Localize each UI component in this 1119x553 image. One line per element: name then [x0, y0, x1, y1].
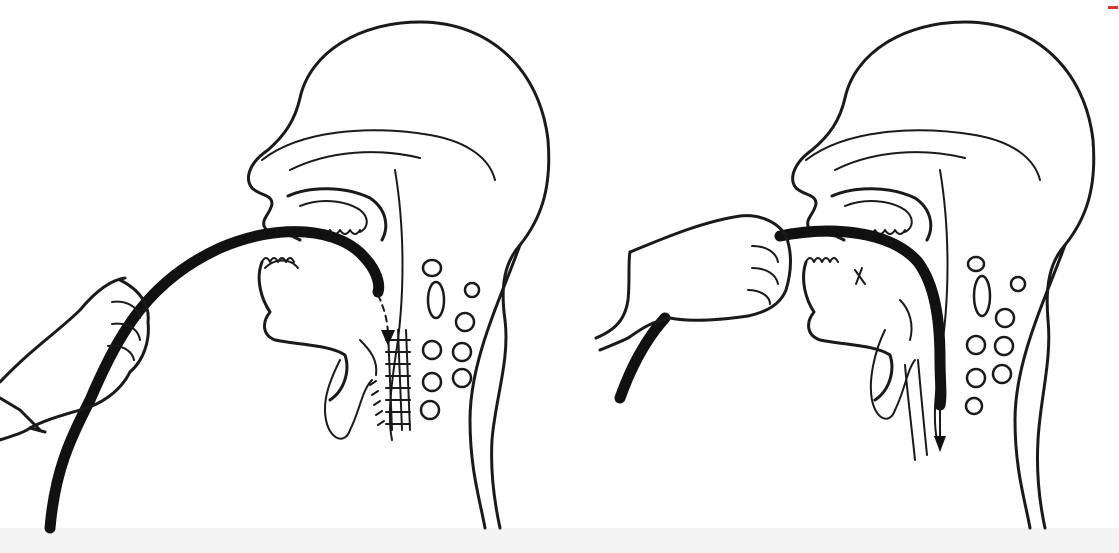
- left-arrow-head: [381, 330, 395, 346]
- right-panel: [596, 22, 1094, 528]
- left-trachea-marks: [370, 381, 384, 425]
- right-tongue-mark: [855, 268, 865, 284]
- right-epiglottis: [900, 300, 912, 340]
- left-tube: [50, 232, 379, 528]
- left-panel: [0, 22, 549, 528]
- right-hand: [596, 216, 791, 350]
- left-nasal-cavity: [262, 130, 495, 180]
- right-lower-jaw: [804, 262, 892, 400]
- right-nasal-cavity: [806, 130, 1040, 180]
- left-epiglottis: [360, 340, 376, 375]
- right-tongue-upper: [845, 201, 912, 232]
- right-lower-teeth: [806, 258, 838, 262]
- left-lower-jaw: [259, 262, 347, 400]
- left-hand: [0, 278, 148, 440]
- edge-mark: [1108, 6, 1118, 9]
- left-nasal-cavity-inner: [290, 152, 420, 170]
- right-arrow-head: [934, 436, 946, 452]
- right-tube-inner: [780, 231, 941, 405]
- right-head-outline: [845, 22, 1094, 528]
- left-head-outline: [300, 22, 549, 528]
- right-nasal-cavity-inner: [835, 152, 965, 170]
